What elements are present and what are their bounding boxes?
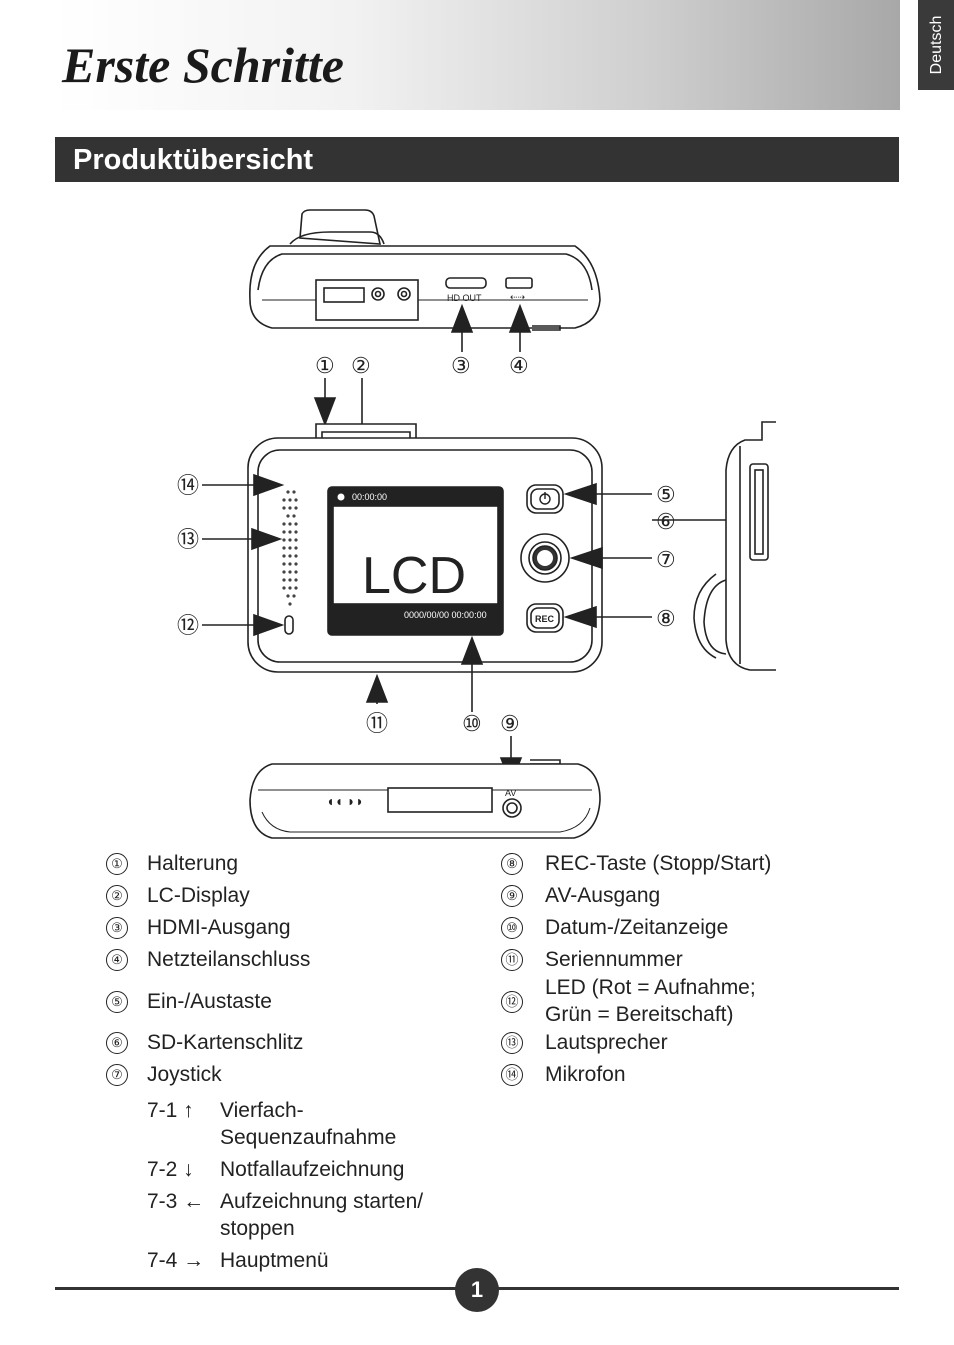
joystick-text: Aufzeichnung starten/ bbox=[220, 1190, 424, 1213]
bottom-view: AV ◖◖ ◗◗ bbox=[249, 759, 601, 839]
svg-text:◖◖ ◗◗: ◖◖ ◗◗ bbox=[326, 793, 364, 809]
legend-text: Datum-/Zeitanzeige bbox=[545, 916, 729, 939]
legend-num: ⑫ bbox=[501, 991, 523, 1013]
legend-text: Ein-/Austaste bbox=[147, 990, 272, 1013]
legend-text: Seriennummer bbox=[545, 948, 683, 971]
joystick-text: Hauptmenü bbox=[220, 1249, 329, 1272]
legend-text: HDMI-Ausgang bbox=[147, 916, 291, 939]
legend-num: ⑭ bbox=[501, 1064, 523, 1086]
legend-num: ⑤ bbox=[106, 991, 128, 1013]
legend-num: ⑬ bbox=[501, 1032, 523, 1054]
joystick-code: 7-1 ↑ bbox=[147, 1099, 194, 1122]
callout-12: ⑫ bbox=[177, 613, 199, 638]
callout-4: ④ bbox=[509, 353, 529, 378]
legend-text: Joystick bbox=[147, 1063, 222, 1086]
legend-num: ④ bbox=[106, 949, 128, 971]
section-header: Produktübersicht bbox=[55, 137, 899, 182]
lcd-label: LCD bbox=[362, 547, 466, 605]
av-label: AV bbox=[505, 788, 516, 798]
joystick-code: 7-4 → bbox=[147, 1249, 205, 1272]
lcd-datetime: 0000/00/00 00:00:00 bbox=[404, 610, 487, 620]
callout-7: ⑦ bbox=[656, 547, 676, 572]
legend-text: Lautsprecher bbox=[545, 1031, 668, 1054]
legend-num: ③ bbox=[106, 917, 128, 939]
legend-text: Netzteilanschluss bbox=[147, 948, 311, 971]
legend-num: ① bbox=[106, 853, 128, 875]
callout-5: ⑤ bbox=[656, 482, 676, 507]
language-tab[interactable]: Deutsch bbox=[916, 0, 954, 90]
joystick-code: 7-2 ↓ bbox=[147, 1158, 194, 1181]
section-title: Produktübersicht bbox=[73, 144, 314, 176]
callout-10: ⑩ bbox=[462, 711, 482, 736]
page-number: 1 bbox=[455, 1268, 499, 1312]
joystick-text: Vierfach- bbox=[220, 1099, 304, 1122]
joystick-text: stoppen bbox=[220, 1217, 295, 1240]
callout-8: ⑧ bbox=[656, 606, 676, 631]
legend-num: ⑩ bbox=[501, 917, 523, 939]
legend-text: REC-Taste (Stopp/Start) bbox=[545, 852, 772, 875]
callout-9: ⑨ bbox=[500, 711, 520, 736]
title-banner bbox=[55, 0, 900, 110]
top-view: HD OUT ⇠⇢ bbox=[249, 209, 601, 352]
legend-num: ⑪ bbox=[501, 949, 523, 971]
front-view: 00:00:00 LCD 0000/00/00 00:00:00 REC bbox=[247, 423, 603, 673]
callout-1: ① bbox=[315, 353, 335, 378]
legend-text: SD-Kartenschlitz bbox=[147, 1031, 304, 1054]
legend-num: ② bbox=[106, 885, 128, 907]
joystick-code: 7-3 ← bbox=[147, 1190, 205, 1213]
joystick-text: Notfallaufzeichnung bbox=[220, 1158, 405, 1181]
callout-11: ⑪ bbox=[366, 711, 388, 736]
lcd-top-time: 00:00:00 bbox=[352, 492, 387, 502]
callout-14: ⑭ bbox=[177, 473, 199, 498]
joystick-text: Sequenzaufnahme bbox=[220, 1126, 397, 1149]
legend-text: LED (Rot = Aufnahme; bbox=[545, 976, 756, 999]
legend-num: ⑦ bbox=[106, 1064, 128, 1086]
hd-out-label: HD OUT bbox=[447, 293, 482, 303]
product-diagram: HD OUT ⇠⇢ ① ② ③ ④ bbox=[177, 209, 776, 839]
svg-text:⇠⇢: ⇠⇢ bbox=[510, 292, 526, 302]
callout-2: ② bbox=[351, 353, 371, 378]
legend-text: Halterung bbox=[147, 852, 239, 875]
callout-3: ③ bbox=[451, 353, 471, 378]
legend-num: ⑥ bbox=[106, 1032, 128, 1054]
rec-label: REC bbox=[535, 614, 555, 624]
callout-13: ⑬ bbox=[177, 527, 199, 552]
legend-text: AV-Ausgang bbox=[545, 884, 661, 907]
page-title: Erste Schritte bbox=[62, 37, 344, 93]
legend-text: Grün = Bereitschaft) bbox=[545, 1003, 734, 1026]
legend-text: Mikrofon bbox=[545, 1063, 626, 1086]
legend-text: LC-Display bbox=[147, 884, 250, 907]
callout-6: ⑥ bbox=[656, 509, 676, 534]
legend-num: ⑨ bbox=[501, 885, 523, 907]
side-view bbox=[693, 421, 776, 671]
legend-num: ⑧ bbox=[501, 853, 523, 875]
